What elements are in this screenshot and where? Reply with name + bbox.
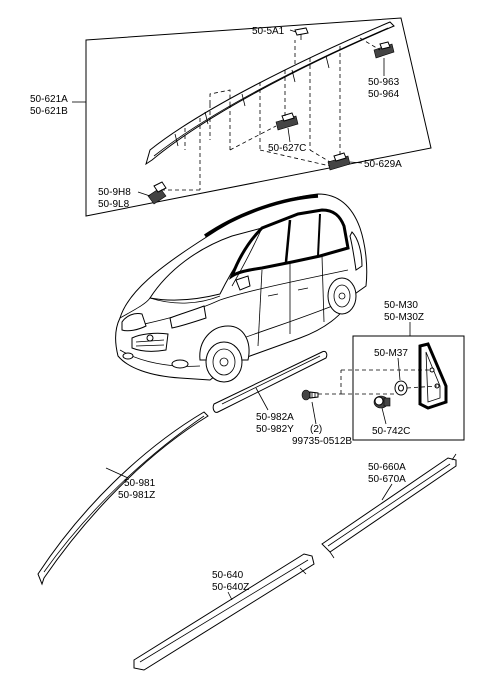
roof-dashed-lines [158,37,381,191]
label-99735-0512b: 99735-0512B [292,436,352,447]
leader-50-629a [349,161,363,164]
label-50-742c: 50-742C [372,426,410,437]
leader-50-742c [381,407,387,425]
label-50-m30: 50-M30 [384,300,418,311]
label-50-m30z: 50-M30Z [384,312,424,323]
label-50-629a: 50-629A [364,159,402,170]
label-50-9l8: 50-9L8 [98,199,130,210]
end-cap-50-963 [373,41,395,59]
label-50-5a1: 50-5A1 [252,26,285,37]
leader-50-9h8 [137,191,151,197]
label-50-640z: 50-640Z [212,582,249,593]
car-illustration [115,193,368,383]
clip-50-5a1 [294,27,309,40]
molding-50-660a [321,453,457,559]
quarter-window-glass [418,342,448,410]
screw-99735-0512b [301,389,319,401]
leader-50-982a [255,387,269,411]
clip-50-629a [327,152,351,171]
leader-50-627c [287,127,291,143]
window-dashed-lines [318,369,438,395]
label-50-670a: 50-670A [368,474,406,485]
label-50-982a: 50-982A [256,412,294,423]
label-50-621a: 50-621A [30,94,68,105]
labels: 50-5A1 50-621A 50-621B 50-963 50-964 50-… [30,26,424,593]
label-50-964: 50-964 [368,89,400,100]
label-qty-2: (2) [310,424,322,435]
roof-rail-box [85,17,432,217]
label-50-982y: 50-982Y [256,424,294,435]
label-50-m37: 50-M37 [374,348,408,359]
leader-50-m37 [397,357,401,381]
label-50-981z: 50-981Z [118,490,155,501]
label-50-640: 50-640 [212,570,244,581]
label-50-660a: 50-660A [368,462,406,473]
leader-50-640 [227,591,233,601]
leader-50-660a [381,483,393,501]
quarter-window-box [352,335,465,441]
leader-99735 [311,401,317,425]
label-50-9h8: 50-9H8 [98,187,131,198]
molding-50-982a [212,351,328,413]
roof-rail [145,21,395,166]
clip-50-742c [373,395,391,409]
label-50-963: 50-963 [368,77,400,88]
leader-50-5a1 [289,29,297,33]
clip-50-627c [275,112,299,131]
washer-50-m37 [394,380,408,396]
label-50-981: 50-981 [124,478,156,489]
leader-50-981 [105,467,129,479]
end-cap-50-9h8 [147,181,167,205]
label-50-627c: 50-627C [268,143,306,154]
label-50-621b: 50-621B [30,106,68,117]
molding-50-640 [133,553,315,671]
molding-50-981 [37,411,209,586]
